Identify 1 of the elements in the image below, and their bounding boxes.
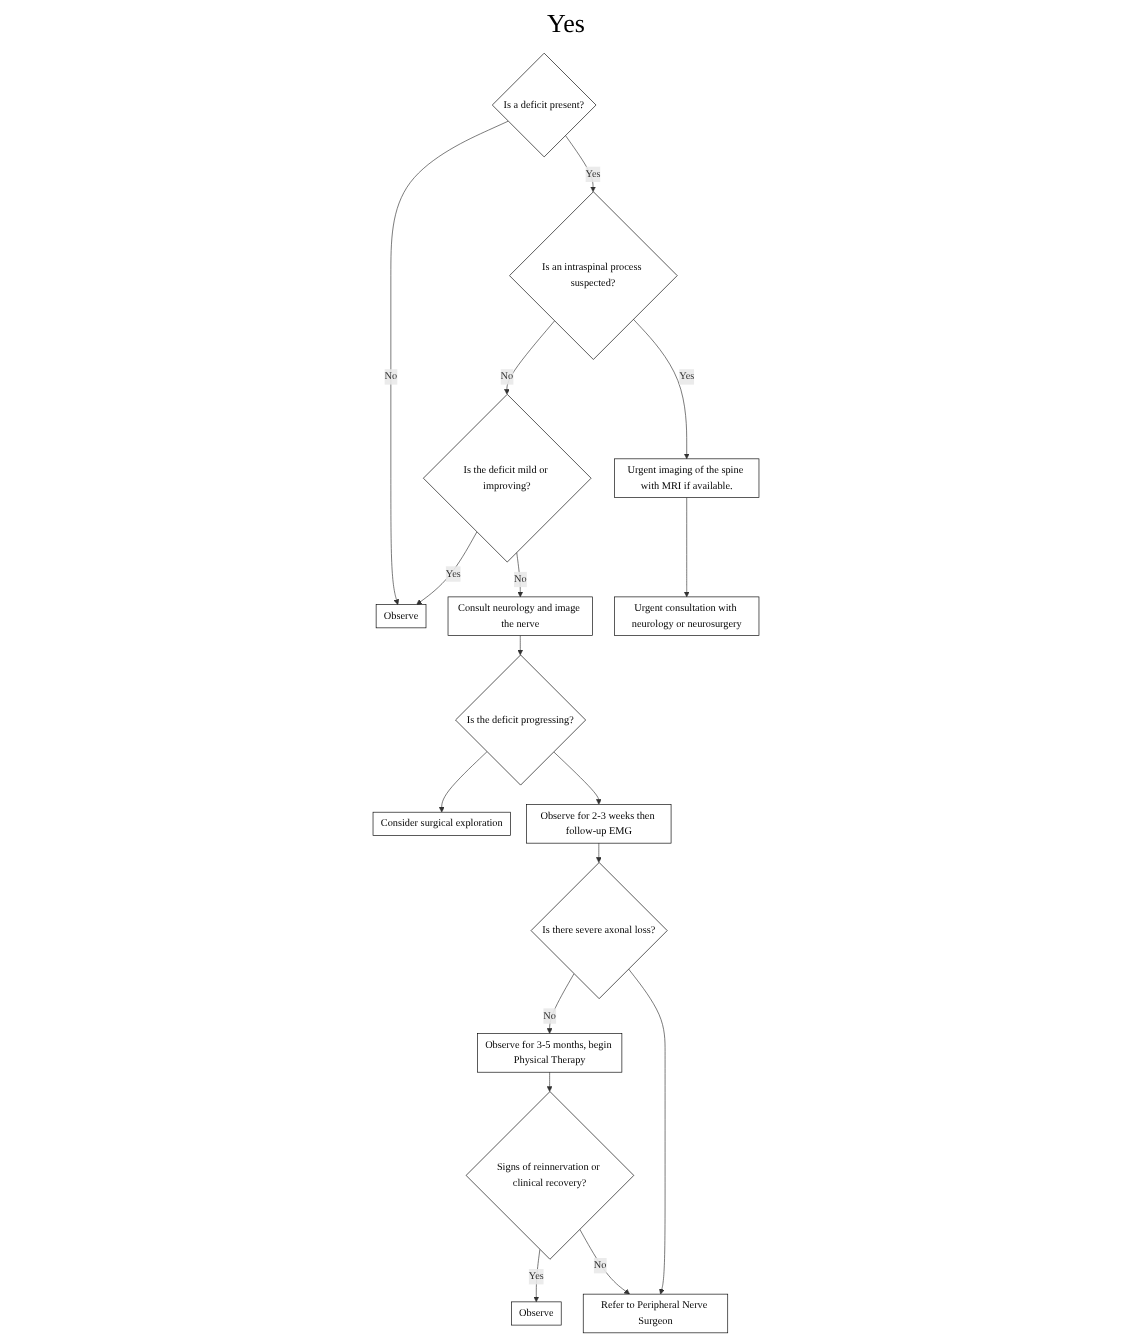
note-text: Yes [547,8,585,38]
